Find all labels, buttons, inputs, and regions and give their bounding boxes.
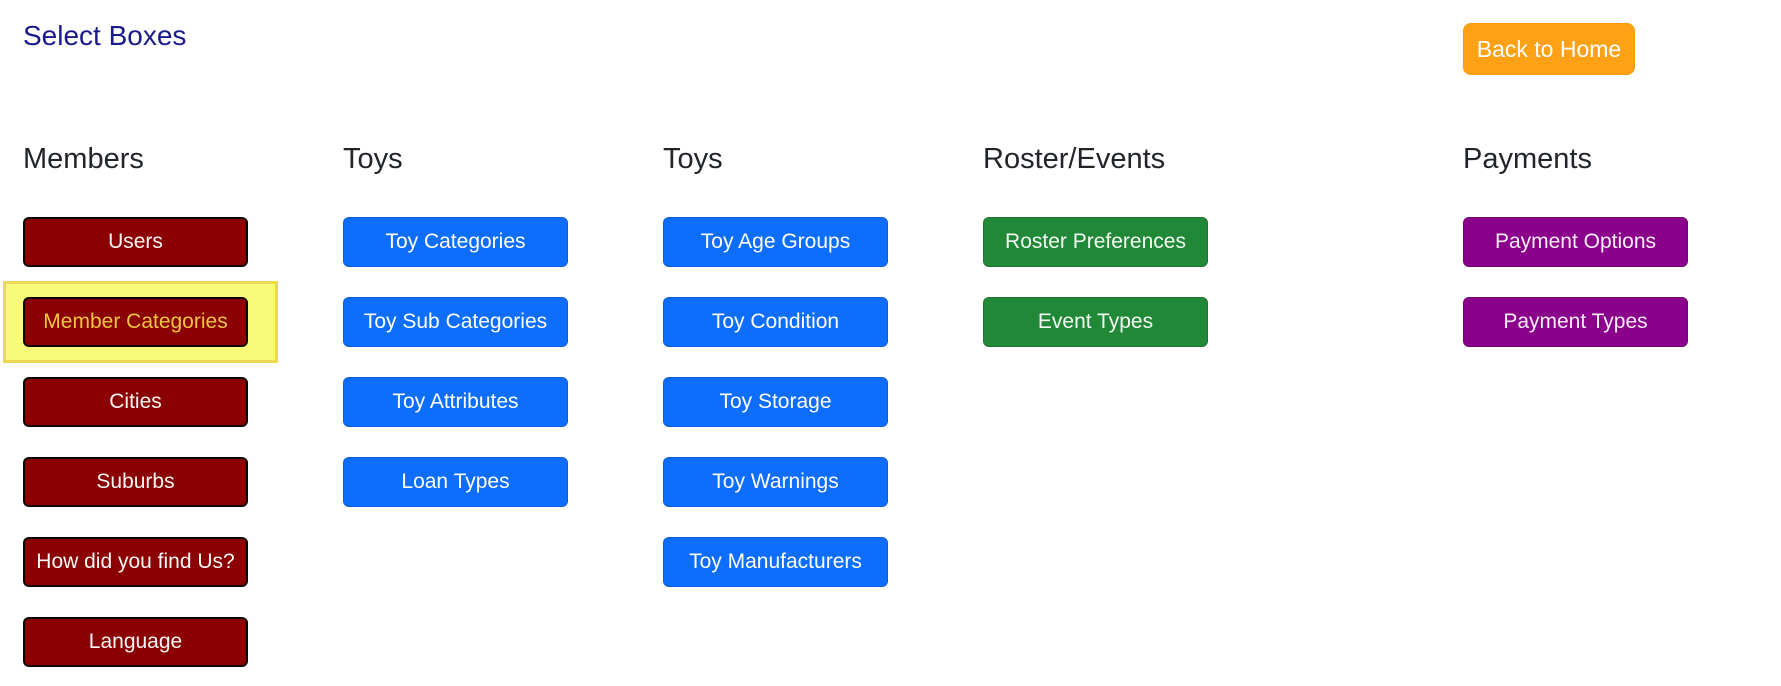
toy-warnings-button[interactable]: Toy Warnings	[663, 457, 888, 507]
page-title: Select Boxes	[23, 20, 187, 51]
users-button[interactable]: Users	[23, 217, 248, 267]
button-row: Toy Age Groups	[663, 217, 888, 267]
how-did-you-find-us-button[interactable]: How did you find Us?	[23, 537, 248, 587]
column-toys-1: Toys Toy Categories Toy Sub Categories T…	[343, 143, 628, 537]
button-row: Toy Condition	[663, 297, 888, 347]
button-row: Users	[23, 217, 248, 267]
button-row: Toy Sub Categories	[343, 297, 568, 347]
button-row: Toy Storage	[663, 377, 888, 427]
toy-attributes-button[interactable]: Toy Attributes	[343, 377, 568, 427]
column-members: Members Users Member Categories Cities S…	[3, 143, 308, 686]
button-row: Member Categories	[3, 281, 278, 363]
cities-button[interactable]: Cities	[23, 377, 248, 427]
button-row: Cities	[23, 377, 248, 427]
column-heading-roster-events: Roster/Events	[983, 143, 1166, 175]
toy-sub-categories-button[interactable]: Toy Sub Categories	[343, 297, 568, 347]
button-row: Toy Attributes	[343, 377, 568, 427]
column-roster-events: Roster/Events Roster Preferences Event T…	[983, 143, 1268, 377]
payment-types-button[interactable]: Payment Types	[1463, 297, 1688, 347]
toy-categories-button[interactable]: Toy Categories	[343, 217, 568, 267]
column-heading-toys-2: Toys	[663, 143, 723, 175]
button-row: Roster Preferences	[983, 217, 1208, 267]
button-row: Suburbs	[23, 457, 248, 507]
column-heading-toys-1: Toys	[343, 143, 403, 175]
member-categories-button[interactable]: Member Categories	[23, 297, 248, 347]
button-row: Toy Warnings	[663, 457, 888, 507]
toy-storage-button[interactable]: Toy Storage	[663, 377, 888, 427]
language-button[interactable]: Language	[23, 617, 248, 667]
button-row: How did you find Us?	[23, 537, 248, 587]
column-heading-members: Members	[23, 143, 144, 175]
toy-manufacturers-button[interactable]: Toy Manufacturers	[663, 537, 888, 587]
back-to-home-button[interactable]: Back to Home	[1463, 23, 1635, 75]
column-toys-2: Toys Toy Age Groups Toy Condition Toy St…	[663, 143, 948, 617]
toy-age-groups-button[interactable]: Toy Age Groups	[663, 217, 888, 267]
column-payments: Payments Payment Options Payment Types	[1463, 143, 1748, 377]
loan-types-button[interactable]: Loan Types	[343, 457, 568, 507]
toy-condition-button[interactable]: Toy Condition	[663, 297, 888, 347]
button-row: Event Types	[983, 297, 1208, 347]
button-row: Toy Categories	[343, 217, 568, 267]
event-types-button[interactable]: Event Types	[983, 297, 1208, 347]
button-row: Payment Types	[1463, 297, 1688, 347]
button-row: Toy Manufacturers	[663, 537, 888, 587]
button-row: Language	[23, 617, 248, 667]
suburbs-button[interactable]: Suburbs	[23, 457, 248, 507]
payment-options-button[interactable]: Payment Options	[1463, 217, 1688, 267]
roster-preferences-button[interactable]: Roster Preferences	[983, 217, 1208, 267]
button-row: Loan Types	[343, 457, 568, 507]
button-row: Payment Options	[1463, 217, 1688, 267]
column-heading-payments: Payments	[1463, 143, 1592, 175]
